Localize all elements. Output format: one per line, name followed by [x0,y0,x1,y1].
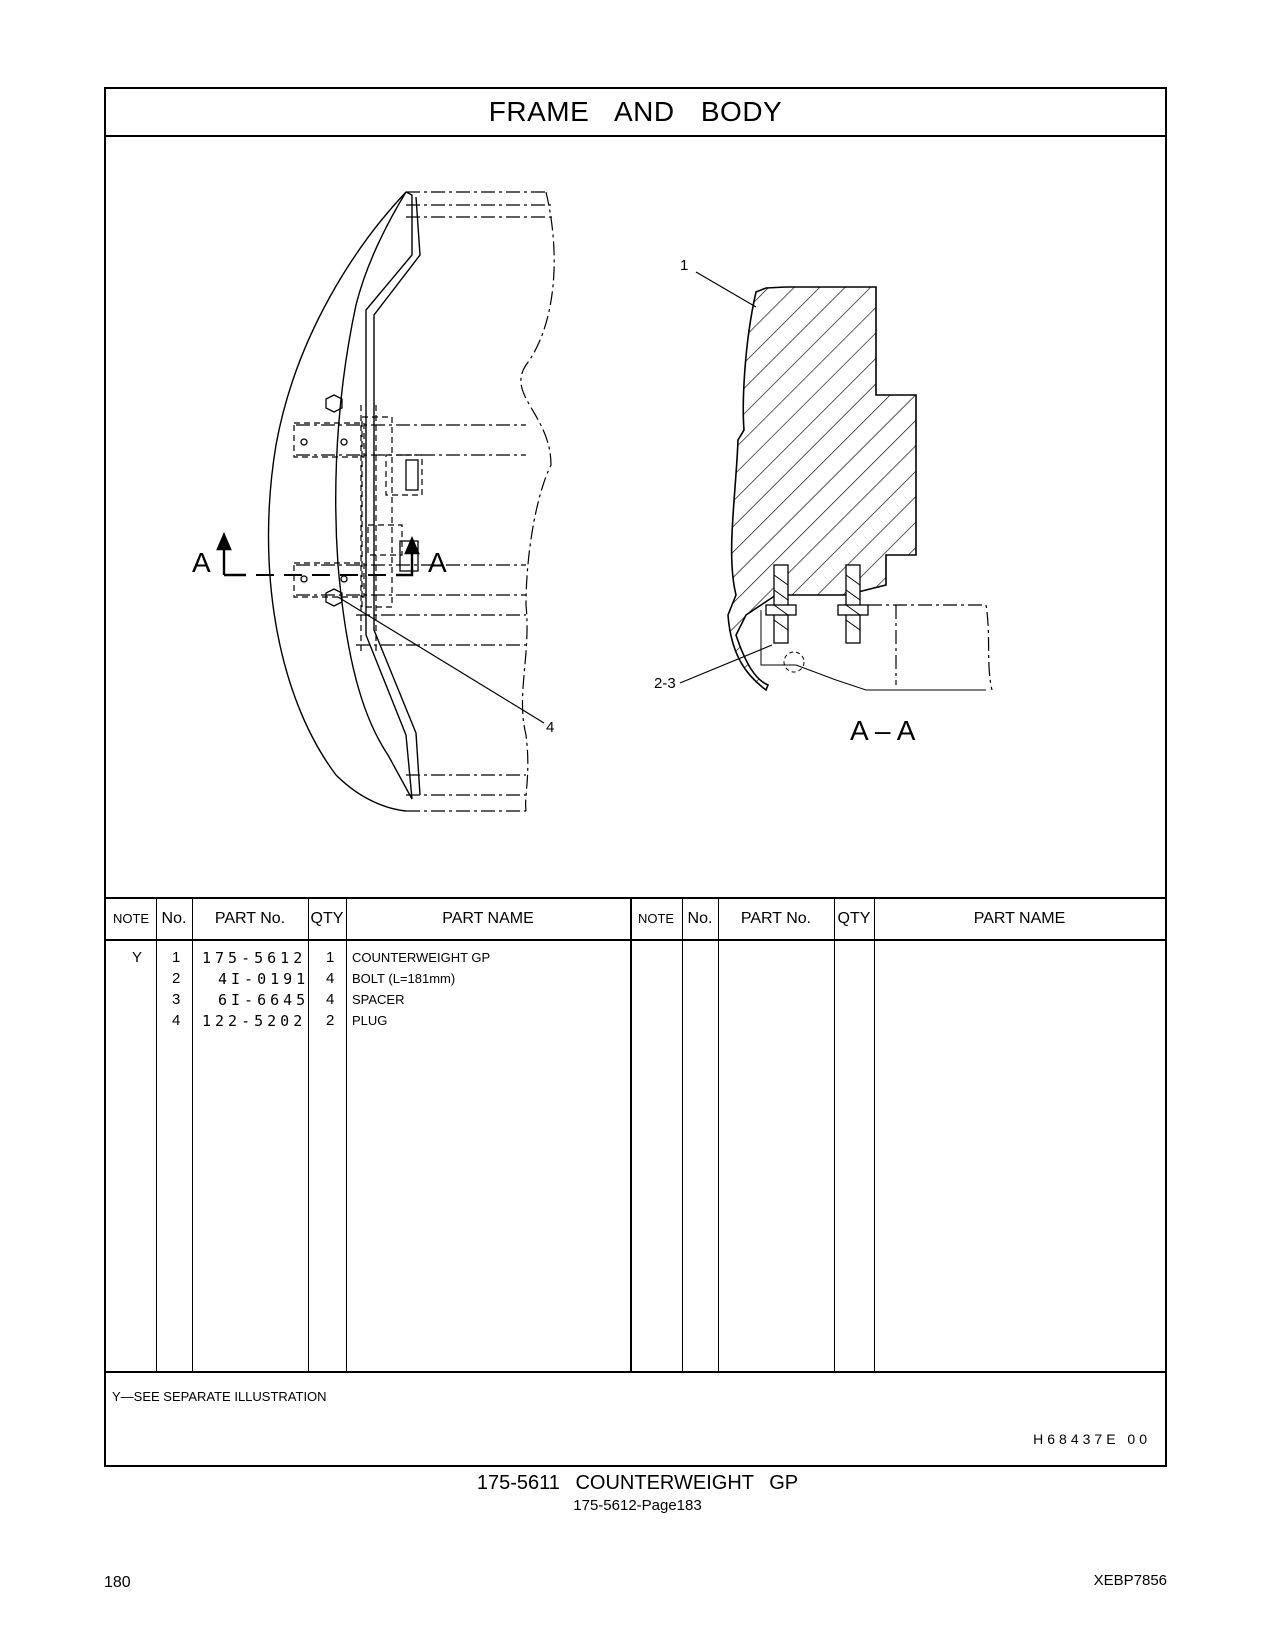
row-part-no: 6I-6645 [218,991,310,1009]
callout-1: 1 [680,257,689,274]
parts-page-frame: FRAME AND BODY [104,87,1167,1467]
row-no: 4 [172,1012,181,1029]
col-divider [630,897,632,1371]
header-part-name-2: PART NAME [973,910,1066,927]
row-qty: 1 [326,949,335,966]
section-marker-left: A [192,547,211,578]
section-marker-right: A [428,547,447,578]
document-code: XEBP7856 [1093,1572,1167,1589]
callout-4: 4 [546,719,555,736]
drawing-code: H68437E 00 [1033,1431,1151,1447]
row-part-no: 175-5612 [202,949,307,967]
row-no: 1 [172,949,181,966]
col-divider [156,897,157,1371]
exploded-illustration: 1 2-3 4 A A A – A [106,135,1165,897]
header-part-no: PART No. [214,910,286,927]
header-qty-2: QTY [837,910,871,927]
header-note: NOTE [112,911,150,926]
col-divider [308,897,309,1371]
row-part-name: PLUG [352,1013,388,1028]
row-qty: 4 [326,991,335,1008]
row-part-name: SPACER [352,992,405,1007]
header-qty: QTY [310,910,344,927]
page-number: 180 [104,1574,131,1591]
group-caption: 175-5611 COUNTERWEIGHT GP [476,1472,799,1494]
row-part-no: 4I-0191 [218,970,310,988]
header-no-2: No. [687,910,713,927]
page-title: FRAME AND BODY [106,89,1165,137]
header-part-name: PART NAME [442,910,534,927]
col-divider [834,897,835,1371]
row-qty: 4 [326,970,335,987]
row-part-no: 122-5202 [202,1012,307,1030]
section-view-label: A – A [850,715,916,746]
col-divider [874,897,875,1371]
col-divider [346,897,347,1371]
group-reference: 175-5612-Page183 [573,1497,702,1514]
row-note: Y [132,949,143,966]
parts-table-header: NOTE No. PART No. QTY PART NAME NOTE No.… [106,897,1165,941]
row-no: 2 [172,970,181,987]
header-part-no-2: PART No. [740,910,812,927]
col-divider [192,897,193,1371]
col-divider [682,897,683,1371]
callout-2-3: 2-3 [654,675,676,692]
header-note-2: NOTE [637,911,675,926]
row-qty: 2 [326,1012,335,1029]
table-bottom-rule [106,1371,1165,1373]
header-no: No. [161,910,187,927]
footnote: Y—SEE SEPARATE ILLUSTRATION [112,1389,327,1404]
counterweight-drawing [216,191,993,812]
row-no: 3 [172,991,181,1008]
row-part-name: COUNTERWEIGHT GP [352,950,491,965]
row-part-name: BOLT (L=181mm) [352,971,456,986]
col-divider [718,897,719,1371]
